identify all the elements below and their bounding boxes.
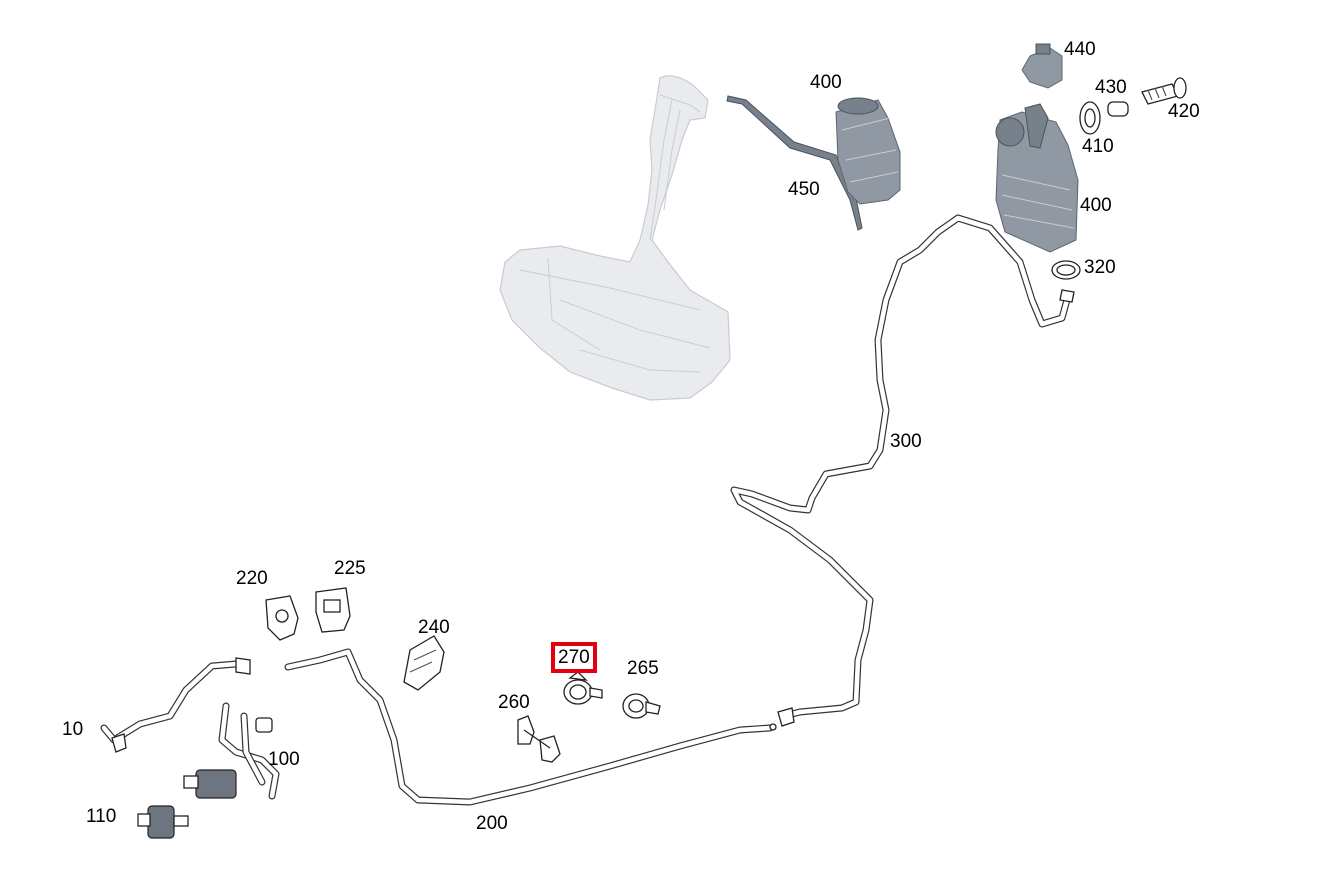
callout-270-highlighted[interactable]: 270 [551,642,597,673]
callout-200[interactable]: 200 [476,813,508,834]
callout-10[interactable]: 10 [62,719,84,740]
callout-430[interactable]: 430 [1095,77,1127,98]
hose-10 [100,657,251,753]
callout-300[interactable]: 300 [890,431,922,452]
clips-260 [517,715,561,763]
callout-110[interactable]: 110 [86,806,117,827]
canister-400-right [995,103,1079,253]
holder-240 [403,635,445,691]
vent-line-200 [284,648,777,806]
fuel-tank-ghost [499,75,731,401]
callout-260[interactable]: 260 [498,692,530,713]
bushing-430 [1107,101,1129,117]
callout-265[interactable]: 265 [627,658,659,679]
vent-tube-450 [726,95,863,231]
vent-line-300 [730,214,1075,727]
clip-270 [563,671,603,705]
callout-440[interactable]: 440 [1064,39,1096,60]
callout-225[interactable]: 225 [334,558,366,579]
callout-400-right[interactable]: 400 [1080,195,1112,216]
bracket-225 [315,587,351,633]
callout-410[interactable]: 410 [1082,136,1114,157]
callout-100[interactable]: 100 [268,749,300,770]
valve-110 [137,805,189,839]
valve-440 [1021,43,1063,89]
bolt-420 [1141,77,1187,105]
callout-400-top[interactable]: 400 [810,72,842,93]
valve-assembly-100 [183,702,280,800]
callout-420[interactable]: 420 [1168,101,1200,122]
canister-400-top [835,97,901,205]
clamp-320 [1051,260,1081,280]
bracket-220 [265,595,299,641]
callout-240[interactable]: 240 [418,617,450,638]
callout-450[interactable]: 450 [788,179,820,200]
clip-265 [622,693,661,719]
callout-320[interactable]: 320 [1084,257,1116,278]
grommet-410 [1079,101,1101,135]
callout-220[interactable]: 220 [236,568,268,589]
